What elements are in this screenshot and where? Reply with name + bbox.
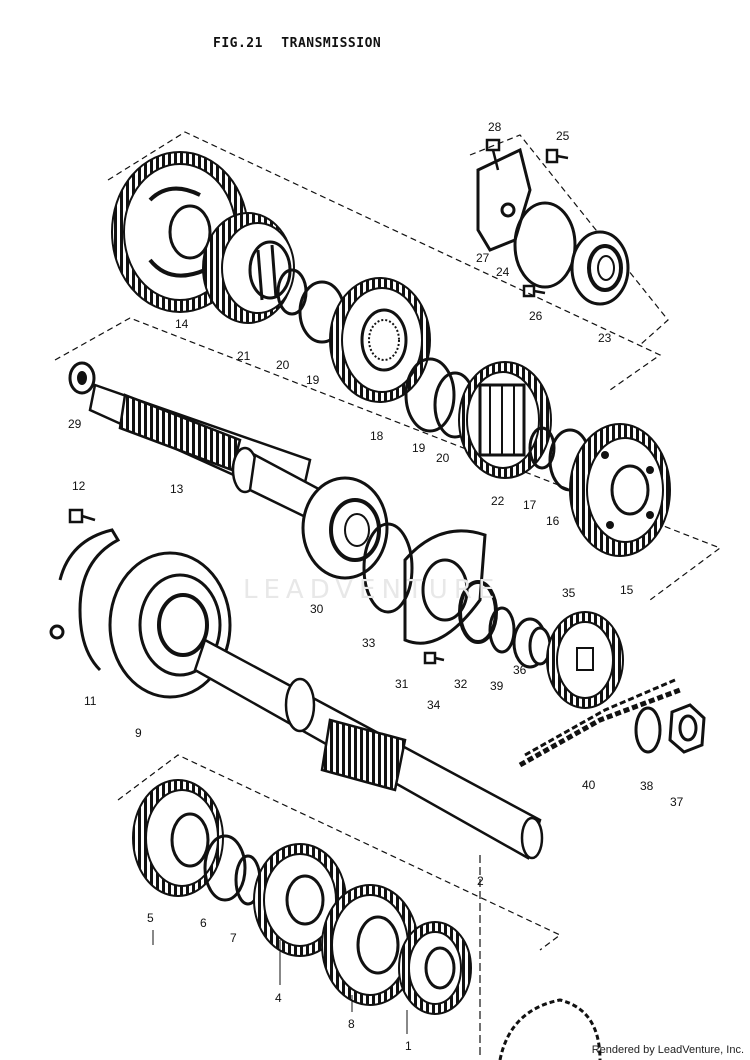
label-18: 18 [370, 429, 384, 443]
label-35: 35 [562, 586, 576, 600]
label-15: 15 [620, 583, 634, 597]
gear-partial-bottom [498, 998, 602, 1060]
label-22: 22 [491, 494, 505, 508]
bolt-34 [423, 651, 445, 665]
bracket-27 [476, 147, 532, 252]
diagram-title: FIG.21 TRANSMISSION [213, 36, 391, 51]
drive-shaft-2 [193, 638, 544, 860]
oil-seal-24 [513, 201, 577, 289]
label-26: 26 [529, 309, 543, 323]
label-37: 37 [670, 795, 684, 809]
washer-19-middle [404, 357, 456, 433]
gear-15 [569, 423, 671, 557]
group-box-countershaft [54, 317, 722, 601]
watermark: LEADVENTURE [243, 575, 501, 605]
bearing-30 [301, 476, 389, 580]
label-16: 16 [546, 514, 560, 528]
footer-credit: Rendered by LeadVenture, Inc. [591, 1044, 744, 1056]
label-19a: 19 [306, 373, 320, 387]
gear-8 [321, 884, 419, 1006]
label-20a: 20 [276, 358, 290, 372]
label-33: 33 [362, 636, 376, 650]
label-23: 23 [598, 331, 612, 345]
label-32: 32 [454, 677, 468, 691]
label-24: 24 [496, 265, 510, 279]
washer-38 [634, 706, 662, 754]
label-25: 25 [556, 129, 570, 143]
figure-name: TRANSMISSION [281, 36, 382, 51]
sprocket-35 [546, 611, 624, 709]
label-leaders [152, 930, 408, 1034]
label-28: 28 [488, 120, 502, 134]
bearing-29 [68, 361, 96, 395]
label-17: 17 [523, 498, 537, 512]
label-39: 39 [490, 679, 504, 693]
label-11: 11 [84, 694, 97, 708]
gear-21 [202, 212, 295, 324]
bolt-25 [545, 148, 569, 164]
bolt-28 [485, 138, 501, 171]
group-box-bracket [469, 134, 669, 346]
spacer-36 [512, 617, 552, 669]
bolt-26 [522, 284, 546, 298]
label-34: 34 [427, 698, 441, 712]
o-ring-39 [488, 606, 516, 654]
label-31: 31 [395, 677, 409, 691]
label-27: 27 [476, 251, 490, 265]
label-8: 8 [348, 1017, 355, 1031]
figure-number: FIG.21 [213, 36, 263, 51]
washer-6 [203, 834, 247, 902]
circlip-17 [528, 426, 556, 470]
label-4: 4 [275, 991, 282, 1005]
retainer-11 [49, 528, 121, 672]
group-box-upper [107, 131, 662, 391]
label-40: 40 [582, 778, 596, 792]
chain-40 [518, 678, 681, 768]
label-12: 12 [72, 479, 86, 493]
label-21: 21 [237, 349, 251, 363]
label-20b: 20 [436, 451, 450, 465]
label-9: 9 [135, 726, 142, 740]
label-13: 13 [170, 482, 184, 496]
label-19b: 19 [412, 441, 426, 455]
circlip-33 [362, 522, 414, 614]
gear-22 [458, 361, 552, 479]
part-labels: 28 25 27 24 26 23 14 21 20 19 29 18 19 2… [68, 120, 684, 1053]
label-30: 30 [310, 602, 324, 616]
bolt-12 [68, 508, 96, 524]
gear-5 [132, 779, 224, 897]
bearing-23 [570, 230, 630, 306]
label-38: 38 [640, 779, 654, 793]
label-5: 5 [147, 911, 154, 925]
gear-18 [329, 277, 431, 403]
label-7: 7 [230, 931, 237, 945]
nut-37 [668, 703, 706, 754]
gear-1 [398, 921, 472, 1015]
label-1: 1 [405, 1039, 412, 1053]
label-2: 2 [477, 874, 484, 888]
label-14: 14 [175, 317, 189, 331]
label-6: 6 [200, 916, 207, 930]
label-36: 36 [513, 663, 527, 677]
countershaft-13 [88, 383, 332, 527]
label-29: 29 [68, 417, 82, 431]
